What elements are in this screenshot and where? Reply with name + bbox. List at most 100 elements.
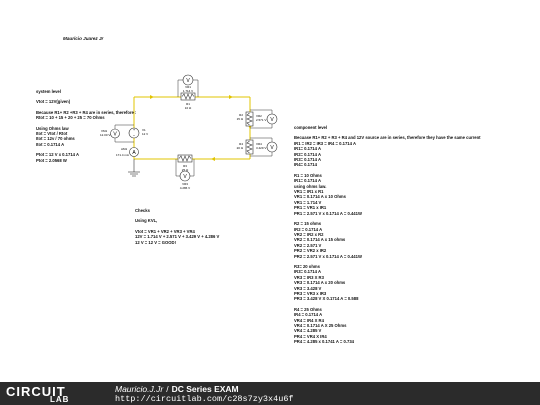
vm1-name: VM1	[101, 129, 108, 133]
component-level-line: PR3 = 3.428 V X 0.1714 A = 0.588	[294, 296, 359, 302]
component-level-line: IR2= 0.1714 A	[294, 151, 321, 157]
vr4-value: 3.429 V	[256, 146, 266, 150]
vr2-value: 2.571 V	[256, 118, 266, 122]
voltmeter-symbol-icon: V	[270, 117, 274, 123]
footer-author: Mauricio.J.Jr	[115, 384, 164, 394]
minus-icon: −	[133, 133, 136, 138]
arrow-top-icon	[150, 95, 154, 99]
circuit-title: DC Series EXAM	[171, 384, 239, 394]
component-level-line: IR4= 0.1714	[294, 162, 317, 168]
voltmeter-vm1: V VM1 12.00 V	[100, 124, 134, 143]
resistor-r3: R3 25 Ω	[177, 154, 193, 172]
voltmeter-symbol-icon: V	[183, 174, 187, 180]
component-level-line: PR3 = VR3 x IR3	[294, 290, 327, 296]
plus-icon: +	[133, 127, 136, 132]
system-level-line: Using Ohms law	[36, 125, 69, 131]
component-level-line: IR3= 0.1714 A	[294, 269, 321, 275]
arrow-bottom-icon	[211, 157, 215, 161]
vr2-name: VR2	[256, 114, 262, 118]
v1-value: 12 V	[142, 132, 148, 136]
resistor-r2: R2 15 Ω	[237, 111, 254, 127]
ground-icon	[128, 159, 140, 177]
component-level-line: using ohms law.	[294, 183, 327, 189]
vr1-name: VR1	[185, 85, 191, 89]
am1-name: AM1	[121, 147, 128, 151]
system-level-line: system level	[36, 89, 61, 94]
vr3-name: VR3	[182, 182, 188, 186]
component-level-line: VR3 = 0.1714 A x 20 ohms	[294, 280, 346, 286]
component-level-line: Becuase R1+ R2 + R3 + R4 and 12V source …	[294, 135, 481, 141]
am1-value: 171.4 mA	[116, 153, 129, 157]
r3-value: 25 Ω	[182, 168, 189, 172]
ammeter-symbol-icon: A	[132, 150, 136, 156]
component-level-line: R2 = 15 ohms	[294, 221, 322, 227]
vr4-name: VR4	[256, 142, 262, 146]
checks-line: 12V = 1.714 V + 2.571 V + 3.429 V + 4.28…	[135, 234, 220, 240]
r1-value: 10 Ω	[185, 106, 192, 110]
component-level-line: PR4 = VR4 X IR4	[294, 333, 327, 339]
voltage-source-v1: + − V1 12 V	[128, 127, 148, 139]
system-level-line: Because R1+ R2 +R3 + R4 are in series, t…	[36, 109, 137, 115]
component-level-line: PR2 = 2.571 V x 0.1714 A = 0.441W	[294, 253, 362, 259]
author-label: Mauricio Juarez Jr	[63, 36, 104, 41]
component-level-line: PR1 = 2.571 V x 0.1714 A = 0.441W	[294, 210, 362, 216]
component-level-line: R1 = 10 Ohms	[294, 172, 322, 178]
system-level-line: Ptot = 2.0568 W	[36, 157, 67, 163]
component-level-line: VR3 = IR3 X R3	[294, 274, 324, 280]
component-level-line: VR2 = IR2 x R2	[294, 231, 324, 237]
component-level-line: R4 = 25 Ohms	[294, 306, 322, 312]
component-level-line: IR1= 0.1714 A	[294, 178, 321, 184]
checks-line: Vtot = VR1 + VR2 + VR3 + VR4	[135, 228, 195, 234]
component-level-line: IR4 = 0.1714 A	[294, 312, 323, 318]
vr1-value: 1.714 V	[183, 89, 193, 93]
voltmeter-vr3: V VR3 4.286 V	[175, 159, 195, 190]
vm1-value: 12.00 V	[100, 133, 110, 137]
logo-word: CIRCUIT	[6, 384, 66, 399]
footer-title: Mauricio.J.Jr/DC Series EXAM	[115, 384, 239, 394]
r2-value: 15 Ω	[237, 117, 244, 121]
voltmeter-symbol-icon: V	[113, 132, 117, 138]
v1-name: V1	[142, 128, 146, 132]
footer-separator: /	[166, 384, 169, 394]
voltmeter-symbol-icon: V	[270, 145, 274, 151]
component-level-line: IR2 = 0.1714 A	[294, 226, 323, 232]
circuit-schematic: R1 10 Ω V VR1 1.714 V R2 15 Ω V VR2 2.57…	[100, 74, 278, 190]
footer-bar: CIRCUIT LAB Mauricio.J.Jr/DC Series EXAM…	[0, 382, 540, 405]
r2-name: R2	[239, 113, 243, 117]
component-level-line: PR1 = VR1 x IR1	[294, 205, 327, 211]
system-level-line: Itot = Vtot / Rtot	[36, 131, 68, 137]
system-level-line: Itot = 12v / 70 ohms	[36, 136, 75, 142]
system-level-line: Itot = 0.1714 A	[36, 141, 65, 147]
system-level-line: Vtot = 12V(given)	[36, 99, 71, 105]
component-level-line: VR3 = 3.428 V	[294, 285, 322, 291]
r4-value: 20 Ω	[237, 146, 244, 150]
voltmeter-vr4: V VR4 3.429 V	[250, 137, 278, 157]
vr3-value: 4.286 V	[180, 186, 190, 190]
component-level-line: PR2 = VR2 x IR2	[294, 248, 327, 254]
system-level-line: Ptot = 12 V x 0.1714 A	[36, 152, 80, 158]
component-level-line: VR1 = IR1 x R1	[294, 189, 324, 195]
component-level-line: VR2 = 2.571 V	[294, 242, 322, 248]
component-level-line: IR3= 0.1714 A	[294, 157, 321, 163]
voltmeter-vr2: V VR2 2.571 V	[250, 109, 278, 129]
component-level-line: PR4 = 4.285 x 0.1741 A = 0.734	[294, 339, 354, 345]
system-level-line: Rtot = 10 + 15 + 20 + 25 = 70 Ohms	[36, 115, 105, 121]
checks-line: 12 V = 12 V = GOOD!	[135, 239, 176, 245]
resistor-r1: R1 10 Ω	[180, 92, 196, 110]
circuitlab-logo[interactable]: CIRCUIT LAB	[6, 384, 92, 404]
component-level-line: VR2 = 0.1714 A x 15 ohms	[294, 237, 346, 243]
component-level-line: VR1 = 0.1714 A x 10 Ohms	[294, 194, 346, 200]
component-level-line: VR4 = 0.1714 A X 25 Ohms	[294, 323, 347, 328]
circuit-url-link[interactable]: http://circuitlab.com/c28s7zy3x4u6f	[115, 394, 294, 404]
component-level-line: R3= 20 ohms	[294, 263, 320, 269]
r3-name: R3	[183, 164, 187, 168]
loop-wires	[133, 96, 251, 160]
resistor-r4: R4 20 Ω	[237, 139, 254, 155]
checks-line: Using KVL,	[135, 218, 158, 224]
component-level-line: VR1 = 1.714 V	[294, 199, 322, 205]
component-level-line: VR4 = 4.285 V	[294, 328, 322, 334]
voltmeter-symbol-icon: V	[186, 78, 190, 84]
